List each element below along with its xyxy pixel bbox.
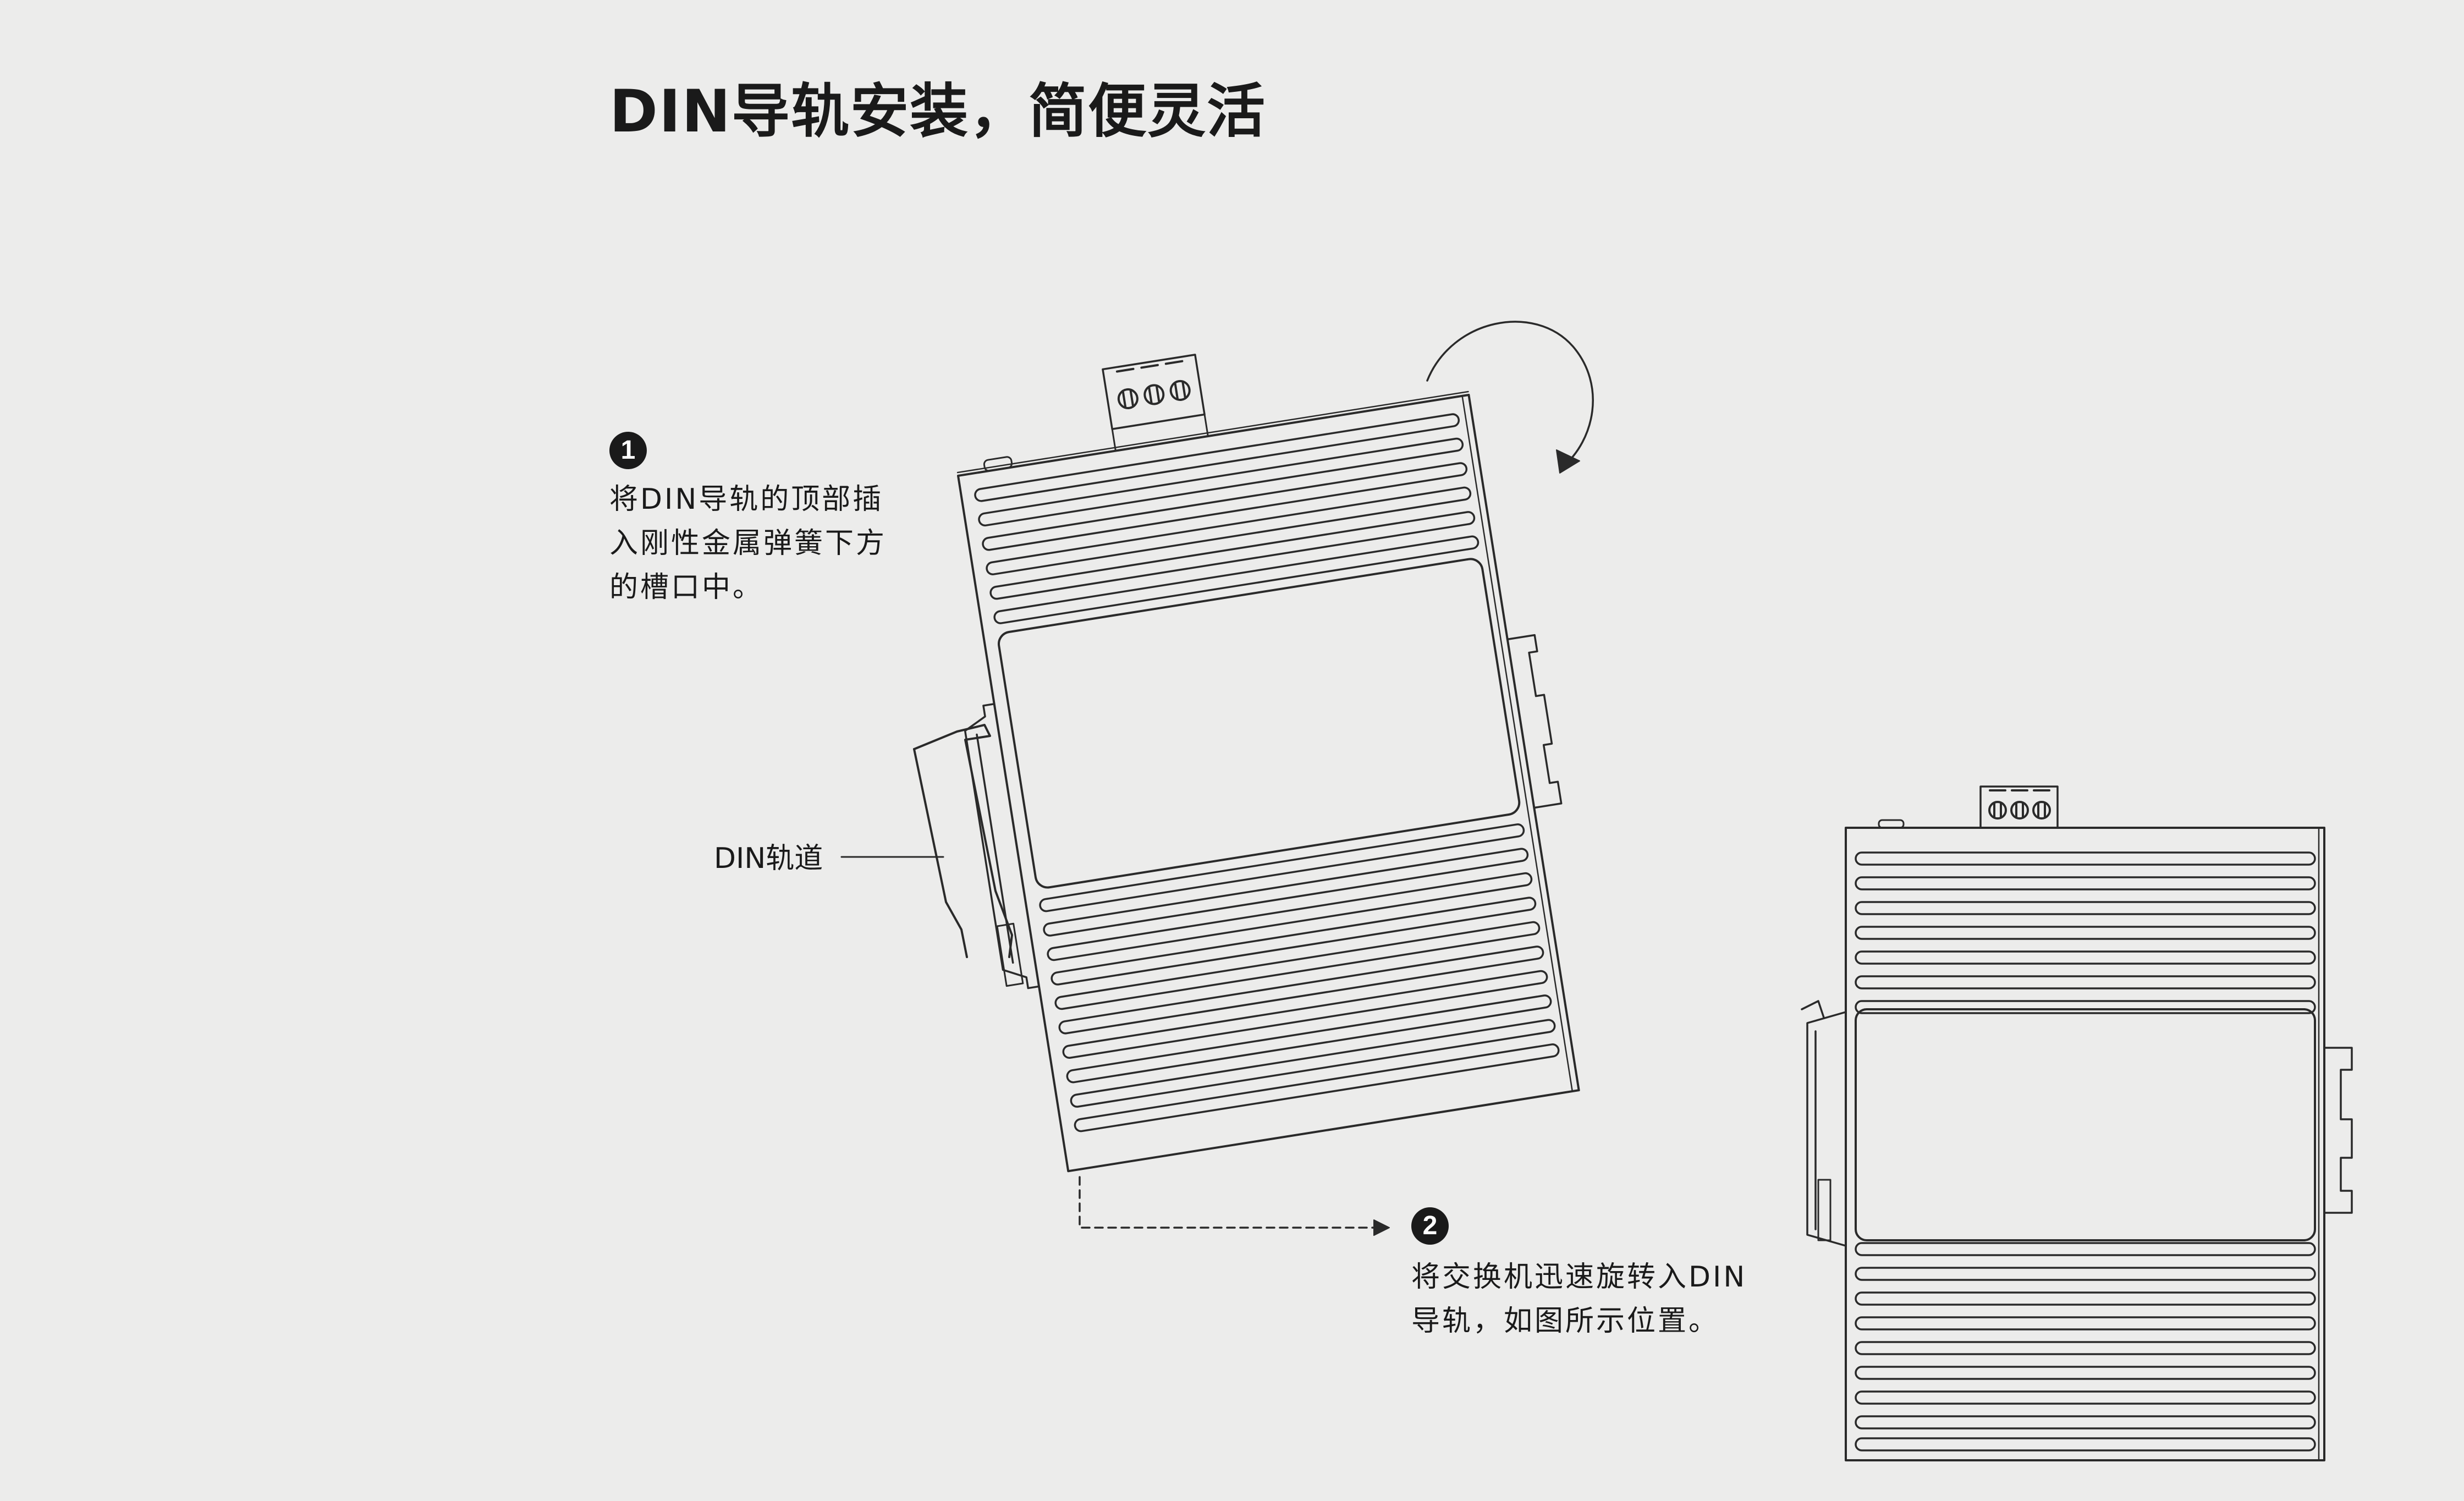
step-1-text: 将DIN导轨的顶部插 入刚性金属弹簧下方 的槽口中。: [609, 477, 887, 609]
tilted-bottom-fins: [1039, 823, 1560, 1132]
page-title: DIN导轨安装，简便灵活: [609, 78, 1267, 145]
installed-front-panel: [1855, 1008, 2316, 1241]
tilted-terminal-block: [1102, 354, 1209, 452]
installed-terminal-block: [1979, 785, 2059, 829]
step-2-badge: 2: [1411, 1207, 1449, 1245]
tilted-top-fins: [974, 413, 1480, 624]
step-2-line-1: 将交换机迅速旋转入DIN: [1411, 1261, 1747, 1294]
installed-din-clip: [1801, 1000, 1847, 1247]
installed-top-fins: [1855, 851, 2316, 1014]
tilted-switch: [956, 354, 1580, 1173]
rotation-arrow-icon: [1426, 321, 1594, 474]
din-rail-label: DIN轨道: [714, 842, 823, 875]
tilted-front-panel: [998, 558, 1521, 889]
step-1-line-1: 将DIN导轨的顶部插: [609, 483, 884, 516]
tilted-din-clip: [964, 703, 1040, 989]
step-1-line-2: 入刚性金属弹簧下方: [609, 527, 887, 560]
step-1-line-3: 的槽口中。: [609, 571, 764, 604]
din-rail-profile: [913, 724, 1013, 958]
dashed-arrow-icon: [1079, 1176, 1390, 1236]
step-2-text: 将交换机迅速旋转入DIN 导轨，如图所示位置。: [1411, 1255, 1747, 1343]
step-2-line-2: 导轨，如图所示位置。: [1411, 1305, 1720, 1338]
installed-switch: [1801, 785, 2353, 1461]
installed-bottom-fins: [1855, 1242, 2316, 1451]
step-1-badge: 1: [609, 432, 647, 469]
